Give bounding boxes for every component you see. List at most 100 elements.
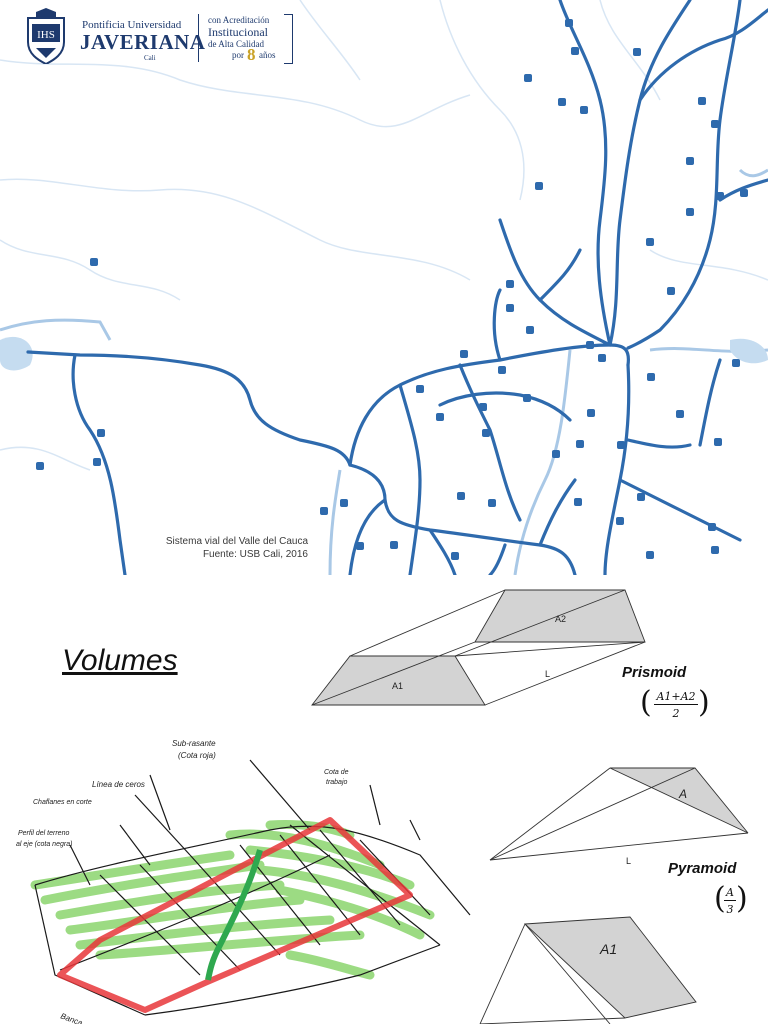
label-cota-roja: (Cota roja): [178, 751, 216, 760]
town-marker: [708, 523, 716, 531]
formula-close-paren: ): [698, 685, 710, 720]
main-roads: [26, 0, 768, 577]
town-marker: [356, 542, 364, 550]
label-sub-rasante: Sub-rasante: [172, 739, 216, 748]
logo-divider: [198, 14, 199, 62]
town-marker: [586, 341, 594, 349]
town-marker: [482, 429, 490, 437]
town-marker: [524, 74, 532, 82]
university-name-line3: Cali: [144, 54, 156, 62]
prismoid-numerator: A1+A2: [656, 690, 696, 703]
town-marker: [552, 450, 560, 458]
town-marker: [574, 498, 582, 506]
label-banca: Banca: [59, 1011, 84, 1024]
wedge-face-a1: [523, 916, 697, 1019]
prismoid-a1-label: A1: [392, 681, 403, 691]
centerline-green: [205, 849, 263, 981]
town-marker: [633, 48, 641, 56]
town-marker: [571, 47, 579, 55]
svg-text:IHS: IHS: [37, 29, 55, 41]
town-marker: [616, 517, 624, 525]
pyramid-face-a: [609, 767, 749, 834]
town-marker: [714, 438, 722, 446]
pyramid-numerator: A: [726, 886, 734, 899]
map-caption-line1: Sistema vial del Valle del Cauca: [165, 536, 308, 547]
town-marker: [617, 441, 625, 449]
pyramid-open-paren: (: [714, 881, 726, 916]
town-marker: [506, 280, 514, 288]
town-marker: [90, 258, 98, 266]
town-markers: [36, 19, 748, 560]
accreditation-line2: Institucional: [208, 25, 268, 39]
town-marker: [732, 359, 740, 367]
crest-icon: IHS: [27, 8, 65, 64]
town-marker: [451, 552, 459, 560]
university-logo: IHS Pontificia Universidad JAVERIANA Cal…: [22, 8, 293, 68]
label-cota-de: Cota de: [324, 769, 349, 776]
town-marker: [558, 98, 566, 106]
town-marker: [667, 287, 675, 295]
accreditation-years: 8: [247, 45, 256, 64]
wedge-a1-label: A1: [599, 941, 617, 957]
prismoid-denominator: 2: [672, 707, 680, 720]
town-marker: [498, 366, 506, 374]
label-cota-negra: al eje (cota negra): [16, 841, 72, 848]
label-chaflanes: Chaflanes en corte: [33, 799, 92, 806]
town-marker: [698, 97, 706, 105]
pyramid-a-label: A: [678, 787, 687, 801]
road-red-outline: [57, 817, 413, 1013]
university-name-line1: Pontificia Universidad: [82, 19, 182, 31]
formula-open-paren: (: [640, 685, 652, 720]
town-marker: [535, 182, 543, 190]
town-marker: [676, 410, 684, 418]
town-marker: [526, 326, 534, 334]
university-name-line2: JAVERIANA: [80, 30, 206, 54]
prismoid-edges: [311, 589, 646, 706]
town-marker: [506, 304, 514, 312]
pyramid-l-label: L: [626, 856, 631, 866]
town-marker: [580, 106, 588, 114]
town-marker: [488, 499, 496, 507]
town-marker: [647, 373, 655, 381]
water-bodies: [0, 336, 768, 371]
prismoid-fraction-bar: [654, 704, 698, 705]
pyramid-edges: [489, 767, 749, 861]
town-marker: [686, 208, 694, 216]
town-marker: [711, 120, 719, 128]
accreditation-bracket: [284, 14, 293, 64]
pyramid-close-paren: ): [736, 881, 748, 916]
town-marker: [587, 409, 595, 417]
town-marker: [711, 546, 719, 554]
cross-section-lines: [34, 759, 471, 1016]
town-marker: [340, 499, 348, 507]
pyramid-fraction-bar: [724, 900, 736, 901]
accreditation-line3: de Alta Calidad: [208, 39, 264, 49]
label-trabajo: trabajo: [326, 779, 348, 786]
pyramid-label: Pyramoid: [668, 860, 737, 877]
cross-section-drawing: Sub-rasante (Cota roja) Línea de ceros C…: [16, 739, 471, 1024]
section-title: Volumes: [62, 644, 178, 677]
wedge-diagram: A1: [479, 916, 697, 1024]
town-marker: [36, 462, 44, 470]
map-canvas: [0, 0, 768, 577]
prismoid-l-label: L: [545, 669, 550, 679]
prismoid-diagram: A1 A2 L: [311, 589, 646, 706]
town-marker: [523, 394, 531, 402]
town-marker: [436, 413, 444, 421]
town-marker: [686, 157, 694, 165]
boundary-lines: [0, 0, 768, 471]
town-marker: [576, 440, 584, 448]
town-marker: [460, 350, 468, 358]
town-marker: [320, 507, 328, 515]
town-marker: [416, 385, 424, 393]
accreditation-line1: con Acreditación: [208, 15, 270, 25]
road-network-map: IHS Pontificia Universidad JAVERIANA Cal…: [0, 0, 768, 577]
label-linea-de-ceros: Línea de ceros: [92, 780, 145, 789]
wedge-edges: [479, 923, 626, 1024]
town-marker: [646, 551, 654, 559]
accreditation-line4-suffix: años: [259, 50, 276, 60]
town-marker: [646, 238, 654, 246]
map-caption-line2: Fuente: USB Cali, 2016: [202, 549, 308, 560]
town-marker: [716, 192, 724, 200]
town-marker: [97, 429, 105, 437]
